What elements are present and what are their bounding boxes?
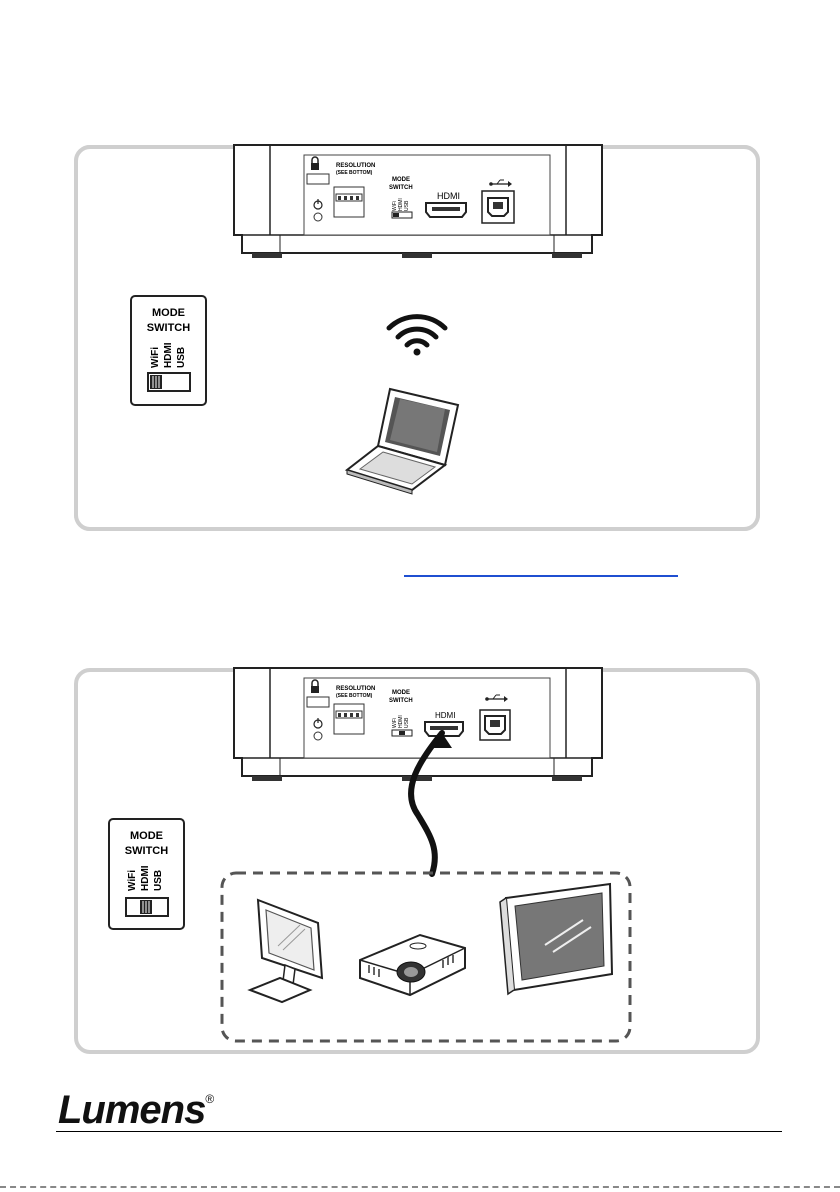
- projector-icon: [360, 935, 465, 995]
- tv-icon: [500, 884, 612, 994]
- usb-port: [480, 710, 510, 740]
- registered-mark: ®: [205, 1092, 213, 1106]
- hdmi-port-label: HDMI: [435, 711, 455, 720]
- resolution-label: RESOLUTION: [336, 686, 375, 692]
- usb-small-label: USB: [404, 200, 410, 211]
- hdmi-port: [426, 203, 466, 217]
- mode-label: MODE: [392, 177, 410, 183]
- device-rear-view: RESOLUTION (SEE BOTTOM) MODE SWITCH WiFi…: [234, 145, 602, 258]
- footer-divider: [56, 1131, 782, 1132]
- hdmi-port-label: HDMI: [437, 191, 460, 201]
- switch-label: SWITCH: [389, 698, 413, 704]
- switch-knob-hdmi: [140, 900, 152, 914]
- resolution-sublabel: (SEE BOTTOM): [336, 170, 373, 176]
- monitor-icon: [250, 900, 322, 1002]
- brand-name: Lumens: [58, 1088, 205, 1132]
- callout-title-1: MODE: [152, 307, 185, 319]
- resolution-label: RESOLUTION: [336, 163, 375, 169]
- usb-small-label: USB: [404, 717, 410, 728]
- lumens-logo: Lumens®: [58, 1088, 213, 1133]
- switch-label: SWITCH: [389, 185, 413, 191]
- callout-option-usb: USB: [176, 347, 187, 368]
- resolution-sublabel: (SEE BOTTOM): [336, 693, 373, 699]
- callout-option-hdmi: HDMI: [163, 342, 174, 368]
- callout-option-wifi: WiFi: [150, 347, 161, 368]
- callout-option-wifi: WiFi: [127, 870, 138, 891]
- mode-label: MODE: [392, 690, 410, 696]
- callout-option-usb: USB: [153, 870, 164, 891]
- laptop-icon: [347, 389, 458, 494]
- mode-switch-callout-2: MODE SWITCH WiFi HDMI USB: [109, 819, 184, 929]
- wifi-icon: [389, 317, 445, 356]
- switch-knob-wifi: [150, 375, 162, 389]
- mode-switch-callout: MODE SWITCH WiFi HDMI USB: [131, 296, 206, 405]
- callout-title-1: MODE: [130, 830, 163, 842]
- callout-title-2: SWITCH: [125, 845, 168, 857]
- callout-title-2: SWITCH: [147, 322, 190, 334]
- usb-port: [482, 191, 514, 223]
- callout-option-hdmi: HDMI: [140, 865, 151, 891]
- page-bottom-dashes: [0, 1186, 840, 1188]
- link-underline[interactable]: [404, 575, 678, 577]
